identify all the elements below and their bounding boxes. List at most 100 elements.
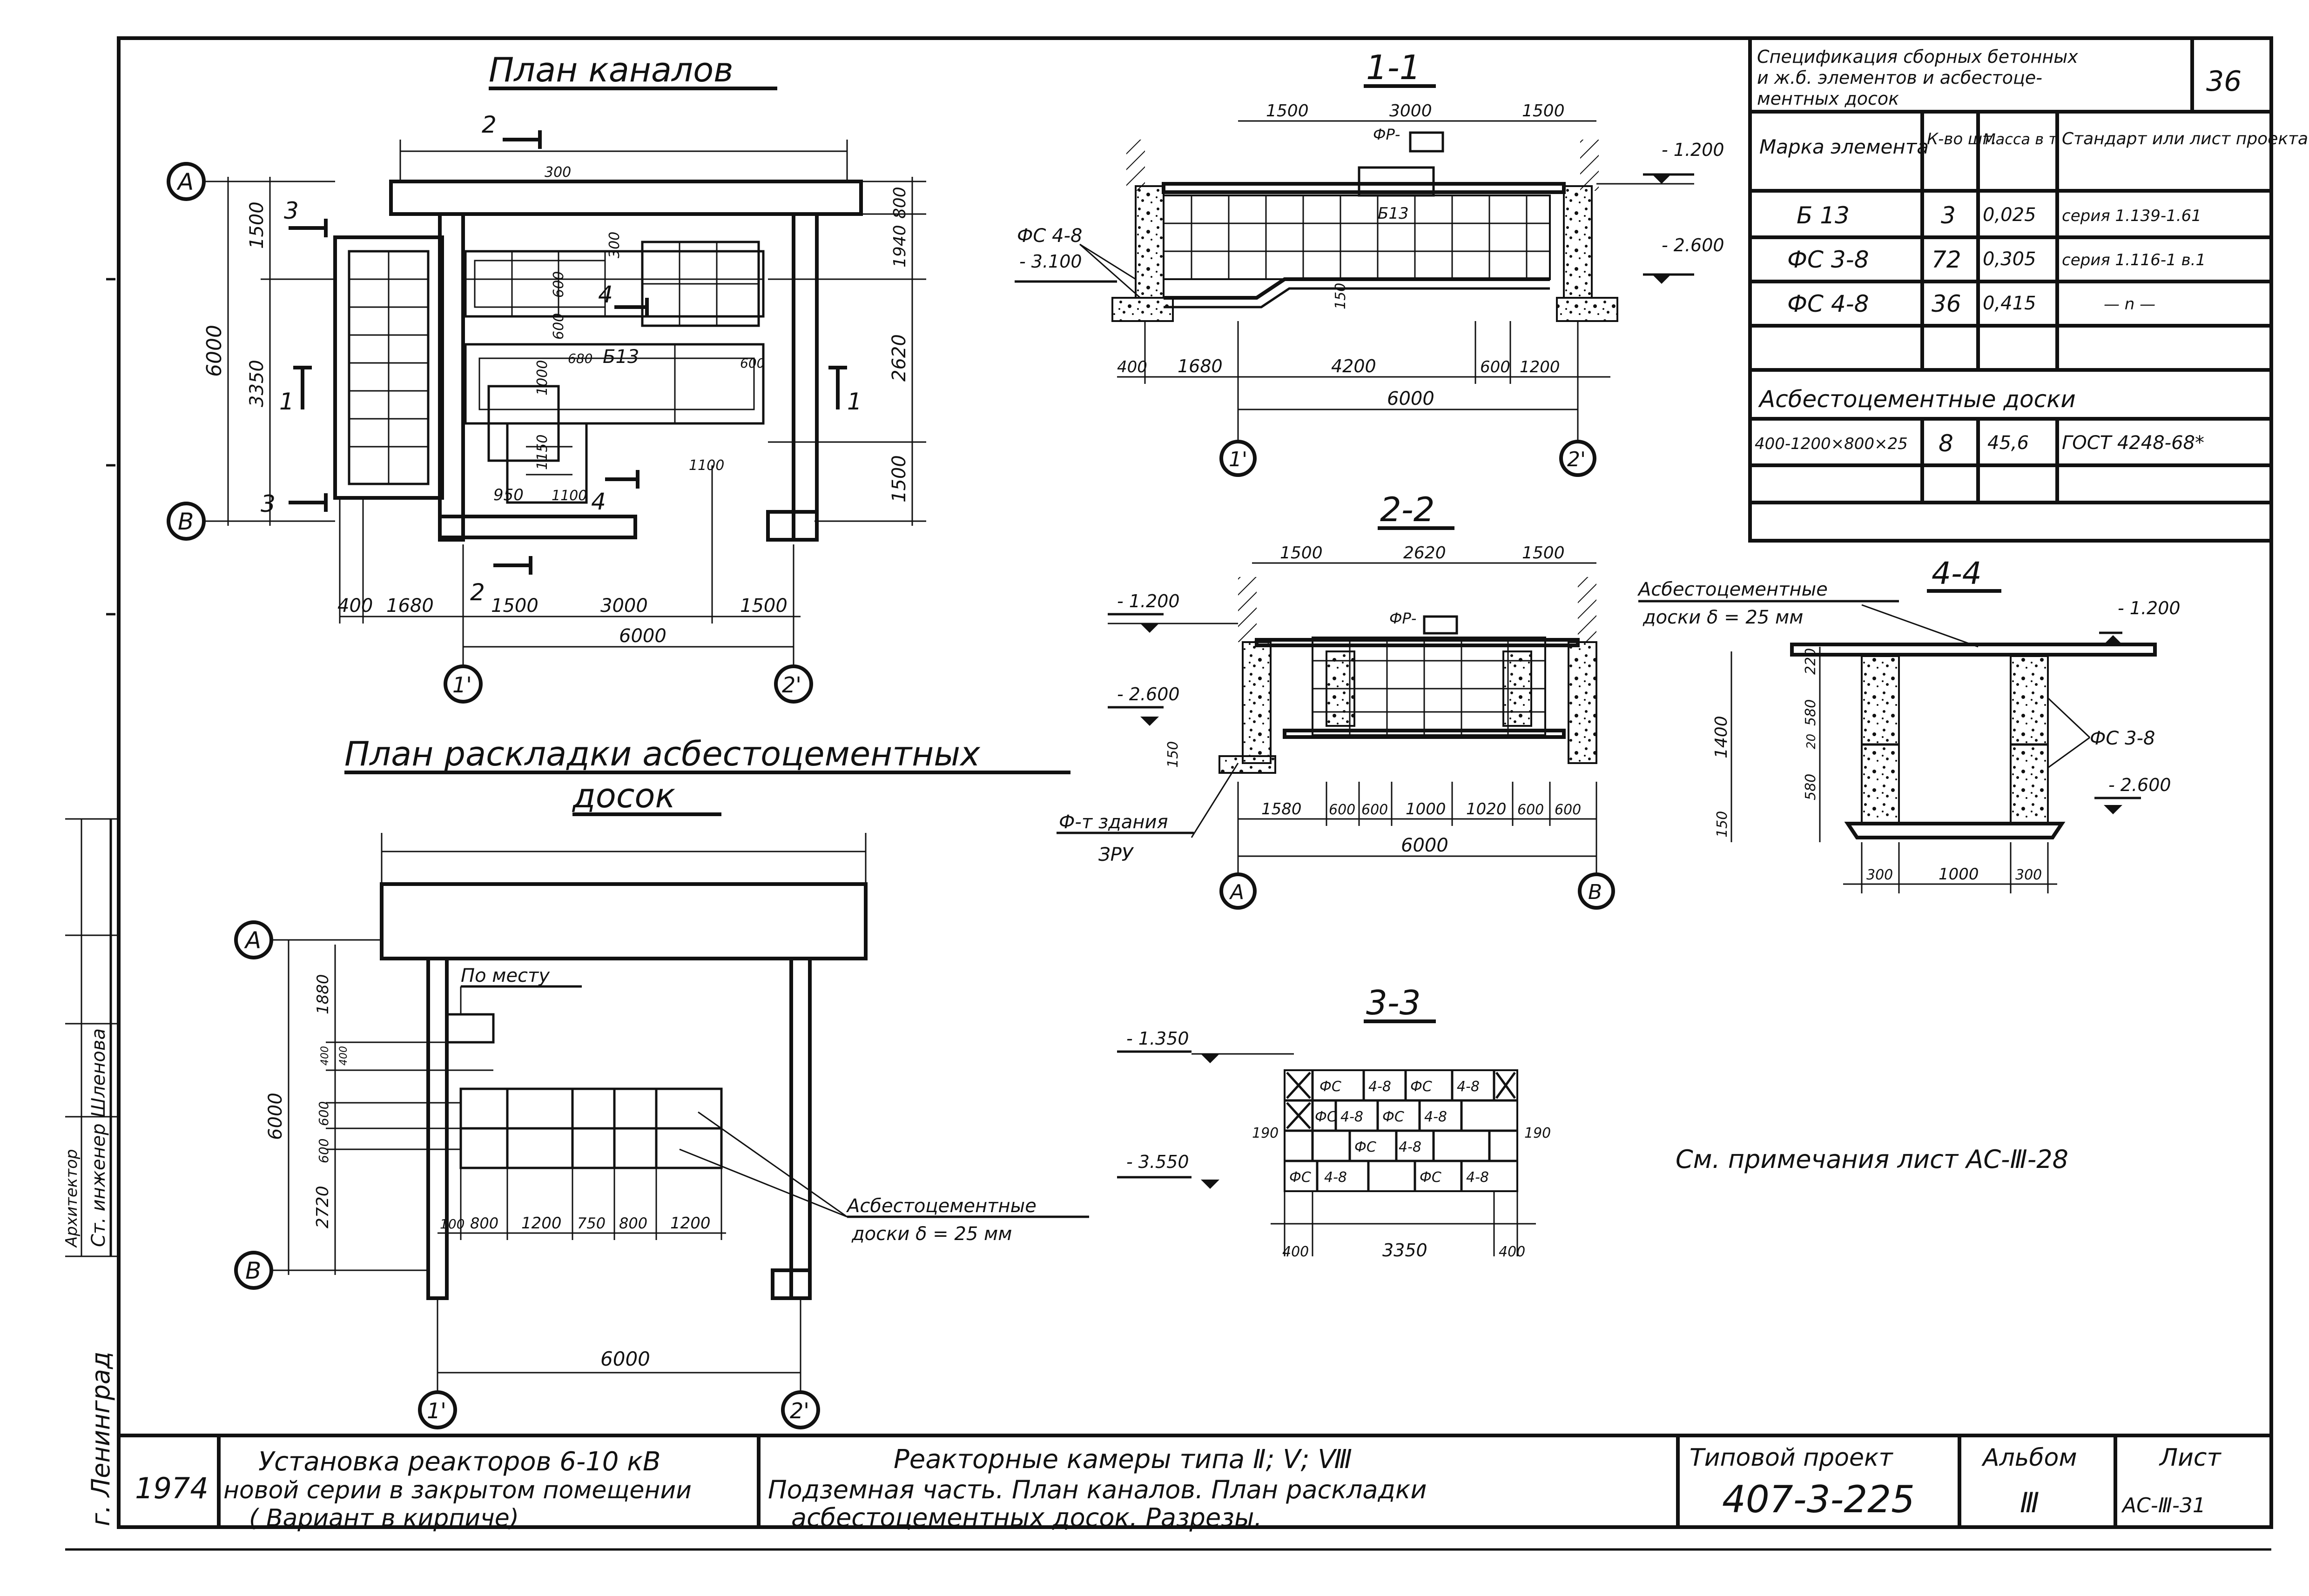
s11-dim-6000: 6000 xyxy=(1387,388,1434,409)
section-1-1-title: 1-1 xyxy=(1366,48,1421,87)
s22-top-1500b: 1500 xyxy=(1522,543,1565,563)
plan-dim-1680: 1680 xyxy=(386,595,434,617)
s11-fr-label: ФР- xyxy=(1373,126,1400,143)
s22-dim-600c: 600 xyxy=(1517,802,1544,818)
plan-inner-1100b: 1100 xyxy=(689,457,724,474)
s22-axis-B: В xyxy=(1588,880,1602,904)
plan-column-right xyxy=(792,212,819,542)
s33-r2-fc-b: ФС xyxy=(1382,1109,1404,1125)
s44-dim-300b: 300 xyxy=(2015,867,2042,883)
title-block: 1974 г. Ленинград Ст. инженер Шленова Ар… xyxy=(62,1028,2221,1532)
dim-right-1940: 1940 xyxy=(890,225,909,268)
s11-top-3000: 3000 xyxy=(1389,101,1432,121)
spec-sheet-number: 36 xyxy=(2206,65,2242,98)
stamp-sheet-number: АС-Ⅲ-31 xyxy=(2121,1494,2206,1517)
plan-inner-300b: 300 xyxy=(606,232,623,258)
plan-dim-400: 400 xyxy=(337,595,373,617)
spec-r3-mark: ФС 4-8 xyxy=(1787,290,1869,317)
spec-board-mass: 45,6 xyxy=(1987,432,2029,454)
s33-r2-48-b: 4-8 xyxy=(1424,1109,1447,1125)
plan-axis-B: В xyxy=(178,508,194,535)
section-4-4: 4-4 Асбестоцементные доски δ = 25 мм - 1… xyxy=(1637,556,2181,893)
spec-board-mark: 400-1200×800×25 xyxy=(1755,435,1908,453)
stamp-sheet-label: Лист xyxy=(2159,1444,2221,1472)
stamp-project-number: 407-3-225 xyxy=(1722,1478,1915,1521)
section-1-1: 1-1 1500 3000 1500 ФР- Б13 150 xyxy=(1015,48,1724,477)
section-4-4-title: 4-4 xyxy=(1932,556,1982,591)
boards-axis-A: А xyxy=(244,927,261,954)
spec-r1-standard: серия 1.139-1.61 xyxy=(2062,207,2201,225)
plan-inner-950: 950 xyxy=(493,486,524,504)
stamp-work-line-2: новой серии в закрытом помещении xyxy=(223,1476,692,1504)
s33-r4-fc-a: ФС xyxy=(1289,1169,1311,1186)
plan-channels-title: План каналов xyxy=(489,50,734,89)
stamp-engineer: Ст. инженер Шленова xyxy=(88,1028,109,1247)
spec-header-qty: К-во шт. xyxy=(1927,130,1997,148)
boards-axis-1: 1' xyxy=(427,1398,446,1423)
plan-top-slab xyxy=(389,180,863,216)
section-2-2: 2-2 1500 2620 1500 ФР- - 1.200 - 2.600 1… xyxy=(1057,490,1615,910)
s22-150: 150 xyxy=(1165,741,1181,768)
s44-level-1200: - 1.200 xyxy=(2118,598,2181,618)
s11-axis-1: 1' xyxy=(1229,448,1247,471)
section-3-3: 3-3 - 1.350 - 3.550 ФС 4-8 xyxy=(1117,983,1551,1261)
plan-axis-1: 1' xyxy=(452,672,472,697)
boards-po-mestu-label: По месту xyxy=(461,965,550,986)
s33-r4-fc-b: ФС xyxy=(1420,1169,1441,1186)
stamp-year: 1974 xyxy=(135,1471,209,1505)
spec-r1-mass: 0,025 xyxy=(1983,204,2036,226)
s11-dim-1680: 1680 xyxy=(1178,356,1223,376)
spec-r1-mark: Б 13 xyxy=(1797,202,1850,229)
s33-r1-fc-a: ФС xyxy=(1319,1079,1341,1095)
boards-v-400a: 400 xyxy=(319,1046,331,1066)
s22-top-1500a: 1500 xyxy=(1280,543,1323,563)
dim-left-6000: 6000 xyxy=(202,325,226,377)
cut-2-bottom: 2 xyxy=(470,579,485,606)
spec-r3-mass: 0,415 xyxy=(1983,293,2036,314)
stamp-album-number: Ⅲ xyxy=(2020,1487,2039,1519)
spec-subtitle-boards: Асбестоцементные доски xyxy=(1758,386,2076,413)
s33-level-3550: - 3.550 xyxy=(1126,1152,1189,1172)
s44-dim-1000: 1000 xyxy=(1939,865,1979,884)
plan-channels: План каналов xyxy=(167,50,926,704)
s11-level-2600: - 2.600 xyxy=(1662,235,1724,255)
s11-dim-4200: 4200 xyxy=(1331,356,1376,376)
s33-dim-400a: 400 xyxy=(1282,1244,1309,1260)
section-2-2-title: 2-2 xyxy=(1380,490,1435,529)
stamp-title-line-1: Реакторные камеры типа Ⅱ; Ⅴ; Ⅷ xyxy=(894,1444,1352,1475)
stamp-work-line-3: ( Вариант в кирпиче) xyxy=(249,1504,519,1532)
stamp-city: г. Ленинград xyxy=(86,1352,115,1526)
plan-axis-2: 2' xyxy=(782,672,801,697)
dim-right-2620: 2620 xyxy=(889,334,910,382)
s11-top-1500a: 1500 xyxy=(1266,101,1309,121)
s22-level-1200: - 1.200 xyxy=(1117,591,1180,611)
s44-dim-300a: 300 xyxy=(1866,867,1893,883)
plan-dim-6000: 6000 xyxy=(619,625,666,647)
s33-dim-400b: 400 xyxy=(1499,1244,1525,1260)
s22-top-2620: 2620 xyxy=(1403,543,1446,563)
plan-boards-title-2: досок xyxy=(572,776,675,815)
boards-dim-800b: 800 xyxy=(619,1214,647,1232)
spec-board-standard: ГОСТ 4248-68* xyxy=(2062,432,2204,454)
plan-inner-600b: 600 xyxy=(551,271,567,298)
s11-level-3100: - 3.100 xyxy=(1019,251,1082,272)
plan-axis-A: А xyxy=(176,168,194,195)
cut-1-right: 1 xyxy=(847,388,862,415)
s33-r3-fc: ФС xyxy=(1354,1139,1376,1155)
spec-header-mark: Марка элемента xyxy=(1759,135,1929,158)
stamp-architect: Архитектор xyxy=(62,1149,81,1248)
s22-fr-label: ФР- xyxy=(1389,610,1416,627)
sheet-frame xyxy=(65,36,2273,1551)
plan-inner-300a: 300 xyxy=(545,164,571,181)
s44-level-2600: - 2.600 xyxy=(2108,775,2171,795)
cut-1-left: 1 xyxy=(279,388,294,415)
plan-dim-3000: 3000 xyxy=(600,595,648,617)
s44-boards-label-2: доски δ = 25 мм xyxy=(1643,607,1803,628)
s33-level-1350: - 1.350 xyxy=(1126,1028,1189,1049)
spec-header-standard: Стандарт или лист проекта xyxy=(2062,129,2308,148)
s11-dim-1200: 1200 xyxy=(1520,358,1560,376)
boards-v-600b: 600 xyxy=(316,1139,331,1163)
s33-190-left: 190 xyxy=(1252,1125,1279,1141)
cut-3-top: 3 xyxy=(284,197,299,224)
